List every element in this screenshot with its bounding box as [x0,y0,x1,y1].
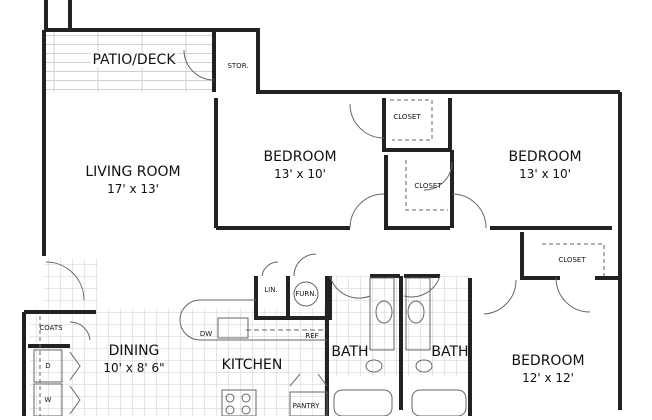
washer-label: W [44,396,52,404]
dishwasher-label: DW [199,330,213,338]
dining-label: DINING [108,343,160,359]
dining-dimensions: 10' x 8' 6" [103,361,165,375]
storage-label: STOR. [227,62,249,70]
closet-1-label: CLOSET [393,113,421,121]
refrigerator-label: REF [305,332,319,340]
pantry-label: PANTRY [292,402,320,410]
bedroom-1-label: BEDROOM [263,149,337,165]
closet-2-label: CLOSET [414,182,442,190]
furnace-label: FURN. [295,290,317,298]
bath-2-label: BATH [431,344,469,360]
living-room-dimensions: 17' x 13' [107,182,159,196]
bedroom-2-dimensions: 13' x 10' [519,167,571,181]
linen-closet-label: LIN. [264,286,278,294]
patio-deck-label: PATIO/DECK [90,52,178,68]
bedroom-1-dimensions: 13' x 10' [274,167,326,181]
dryer-label: D [45,362,51,370]
coats-closet-label: COATS [39,324,63,332]
bedroom-3-label: BEDROOM [511,353,585,369]
living-room-label: LIVING ROOM [85,164,181,180]
bath-1-label: BATH [331,344,369,360]
closet-3-label: CLOSET [558,256,586,264]
bedroom-3-dimensions: 12' x 12' [522,371,574,385]
kitchen-label: KITCHEN [221,357,283,373]
bedroom-2-label: BEDROOM [508,149,582,165]
